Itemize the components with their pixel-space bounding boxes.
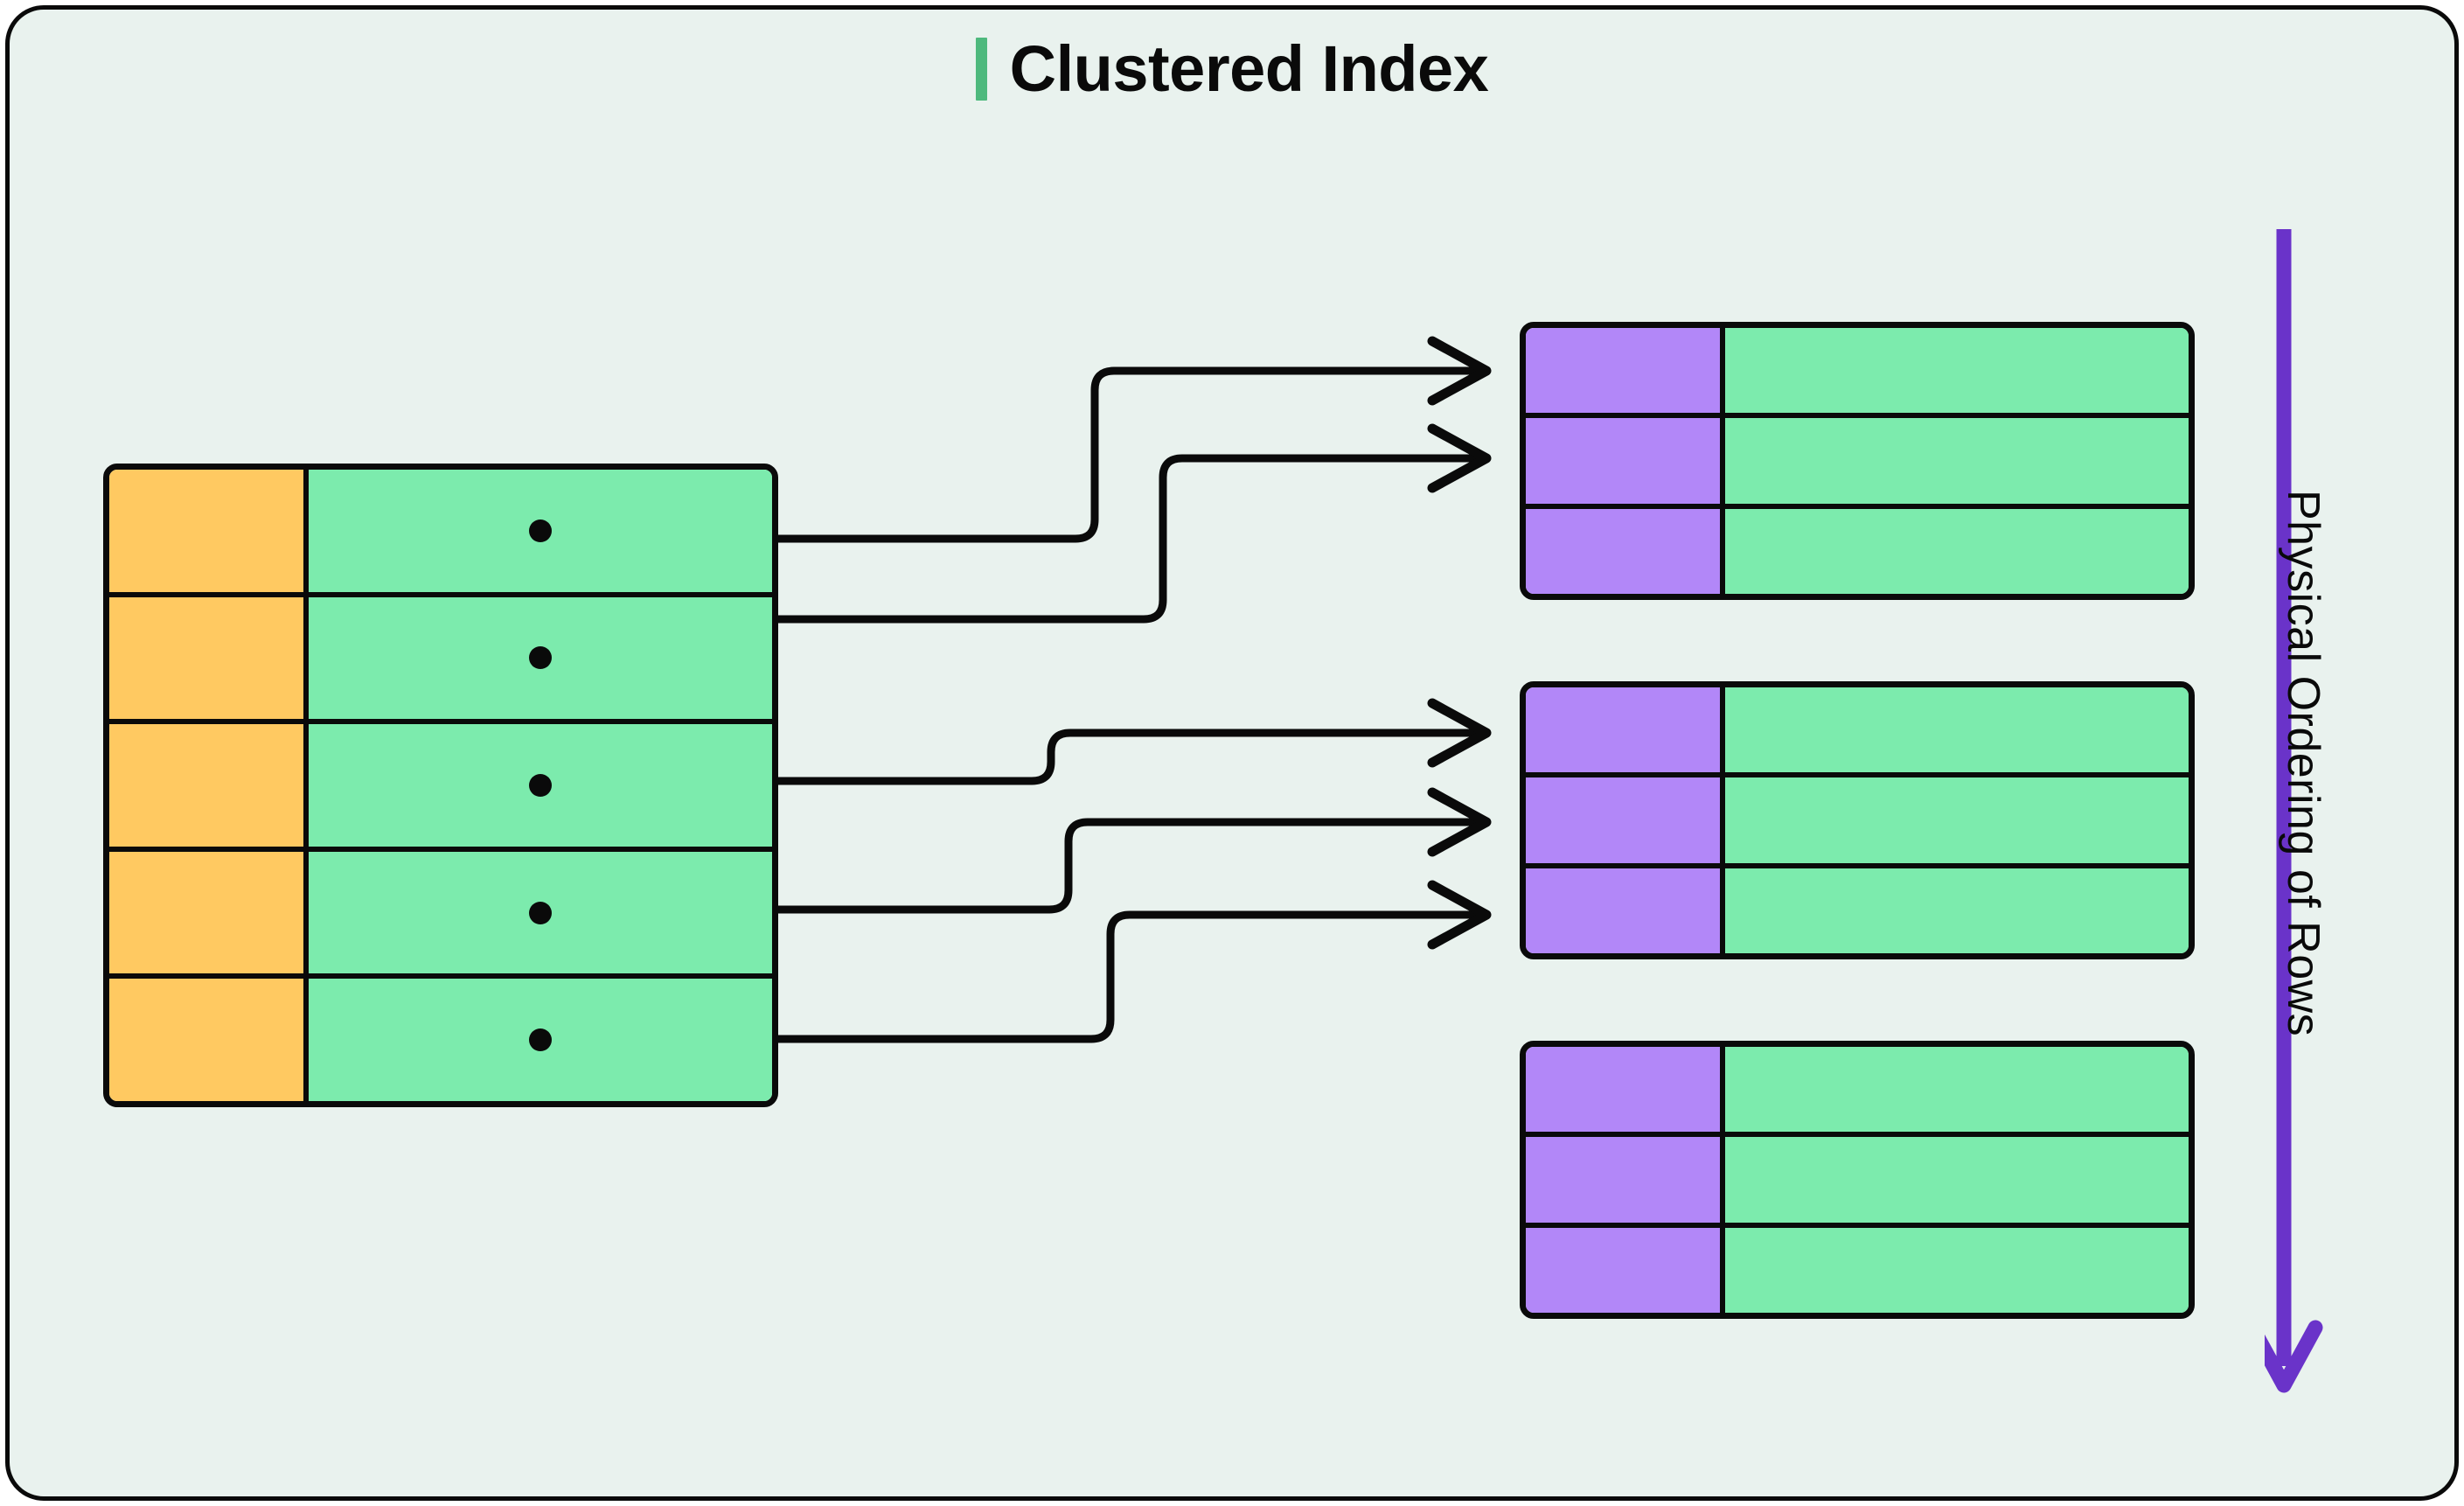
- physical-ordering-label: Physical Ordering of Rows: [2278, 490, 2328, 1037]
- index-table-row[interactable]: [109, 724, 772, 852]
- data-table-1: [1520, 322, 2195, 600]
- data-value-cell: [1725, 328, 2189, 414]
- data-value-cell: [1725, 1047, 2189, 1133]
- data-table-2: [1520, 681, 2195, 959]
- data-value-cell: [1725, 508, 2189, 594]
- page-title: Clustered Index: [1009, 32, 1489, 105]
- data-table-3: [1520, 1041, 2195, 1319]
- index-pointer-cell: [309, 851, 772, 974]
- data-key-cell: [1526, 508, 1725, 594]
- data-value-cell: [1725, 1227, 2189, 1313]
- index-key-cell: [109, 851, 309, 974]
- diagram-header: Clustered Index: [0, 37, 2464, 101]
- index-table: [103, 464, 778, 1107]
- data-value-cell: [1725, 868, 2189, 953]
- data-key-cell: [1526, 687, 1725, 773]
- data-key-cell: [1526, 777, 1725, 863]
- pointer-dot-icon: [529, 519, 552, 542]
- data-table-row[interactable]: [1526, 1137, 2189, 1228]
- data-key-cell: [1526, 1137, 1725, 1223]
- physical-ordering-arrow-icon: [2265, 229, 2323, 1393]
- data-key-cell: [1526, 418, 1725, 504]
- data-key-cell: [1526, 1227, 1725, 1313]
- index-table-row[interactable]: [109, 851, 772, 980]
- data-table-row[interactable]: [1526, 687, 2189, 778]
- data-value-cell: [1725, 418, 2189, 504]
- data-value-cell: [1725, 687, 2189, 773]
- data-table-row[interactable]: [1526, 777, 2189, 868]
- index-pointer-cell: [309, 596, 772, 720]
- data-table-row[interactable]: [1526, 1047, 2189, 1138]
- index-key-cell: [109, 470, 309, 592]
- index-key-cell: [109, 596, 309, 720]
- data-value-cell: [1725, 777, 2189, 863]
- index-pointer-cell: [309, 724, 772, 847]
- data-key-cell: [1526, 1047, 1725, 1133]
- title-accent-bar-icon: [975, 38, 987, 101]
- pointer-dot-icon: [529, 901, 552, 924]
- index-table-row[interactable]: [109, 596, 772, 725]
- data-key-cell: [1526, 868, 1725, 953]
- index-key-cell: [109, 979, 309, 1101]
- index-key-cell: [109, 724, 309, 847]
- index-pointer-cell: [309, 979, 772, 1101]
- data-table-row[interactable]: [1526, 328, 2189, 419]
- data-key-cell: [1526, 328, 1725, 414]
- data-value-cell: [1725, 1137, 2189, 1223]
- data-table-row[interactable]: [1526, 418, 2189, 509]
- data-table-row[interactable]: [1526, 868, 2189, 953]
- pointer-dot-icon: [529, 646, 552, 670]
- index-pointer-cell: [309, 470, 772, 592]
- data-table-row[interactable]: [1526, 508, 2189, 594]
- index-table-row[interactable]: [109, 470, 772, 597]
- data-table-row[interactable]: [1526, 1227, 2189, 1313]
- pointer-dot-icon: [529, 1028, 552, 1052]
- pointer-dot-icon: [529, 773, 552, 797]
- index-table-row[interactable]: [109, 979, 772, 1101]
